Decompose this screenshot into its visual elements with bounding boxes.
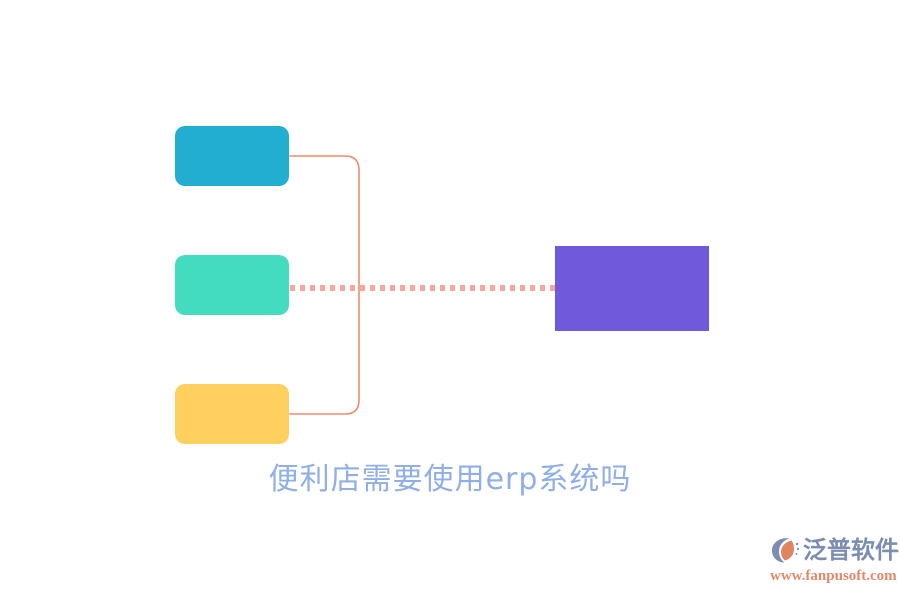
brand-url: www.fanpusoft.com bbox=[770, 568, 897, 584]
diagram-node-middle[interactable] bbox=[175, 255, 289, 315]
diagram-node-right[interactable] bbox=[555, 246, 709, 331]
bracket-connector-path bbox=[289, 155, 360, 415]
fanpu-logo-icon bbox=[772, 538, 800, 563]
connector-layer bbox=[289, 155, 556, 415]
diagram-node-top[interactable] bbox=[175, 126, 289, 186]
diagram-node-bottom[interactable] bbox=[175, 384, 289, 444]
brand-row: 泛普软件 bbox=[768, 533, 899, 567]
brand-name: 泛普软件 bbox=[803, 536, 899, 564]
brand-watermark: 泛普软件 www.fanpusoft.com bbox=[768, 533, 899, 591]
page-title: 便利店需要使用erp系统吗 bbox=[268, 462, 632, 497]
diagram-area bbox=[175, 126, 709, 444]
